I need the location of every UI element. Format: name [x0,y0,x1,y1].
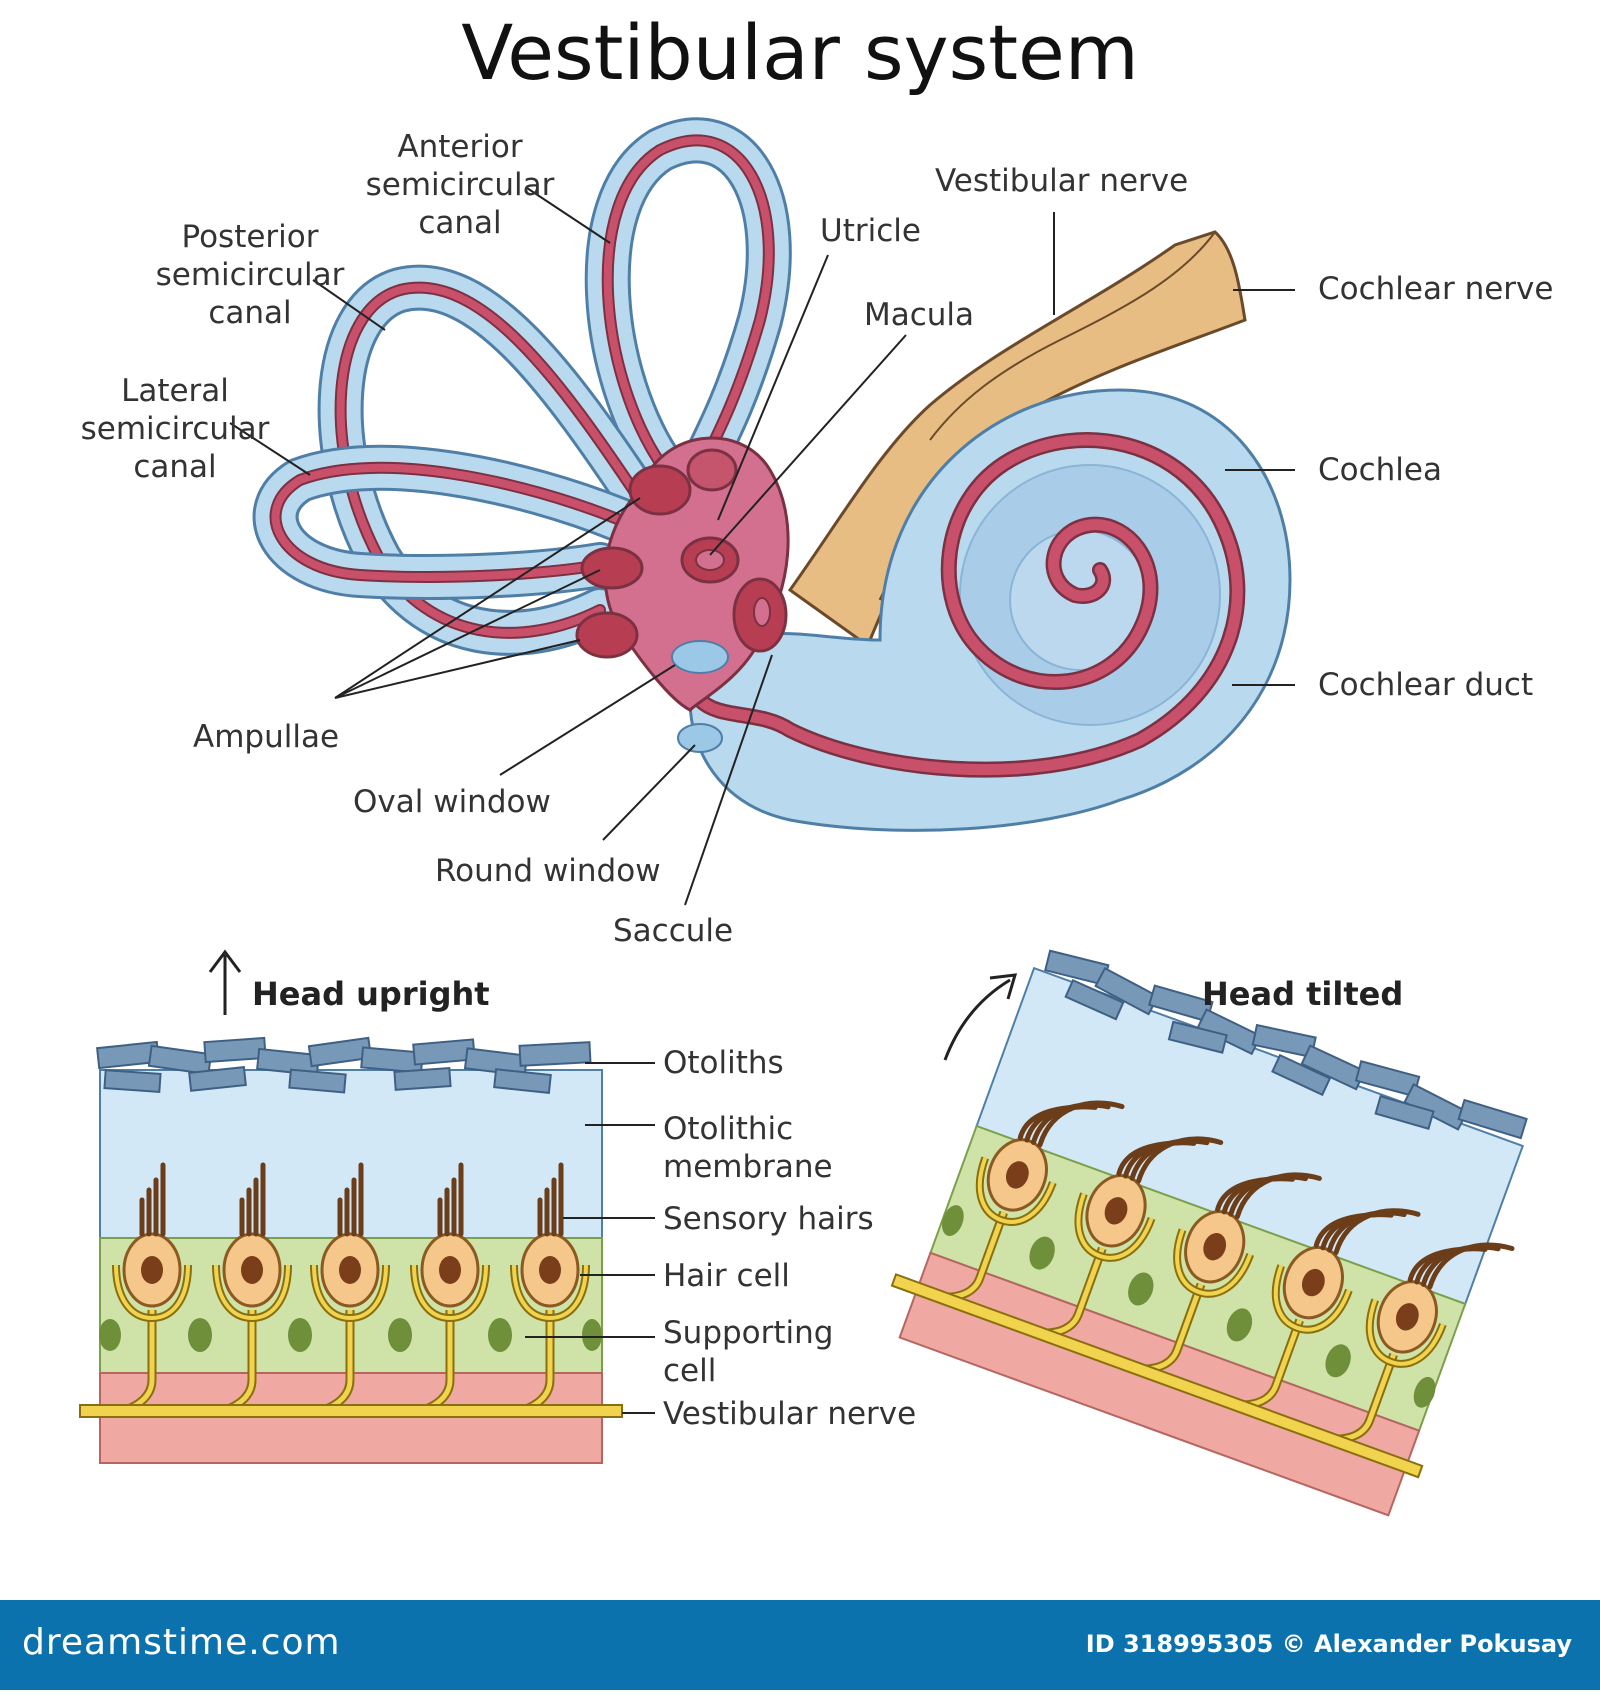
ampulla-1 [628,464,692,516]
round-window [677,723,723,753]
upright-panel [79,949,655,1464]
label-sensory-hairs: Sensory hairs [663,1201,874,1237]
label-vestibular-nerve-bottom: Vestibular nerve [663,1396,917,1432]
label-head-tilted: Head tilted [1202,975,1404,1013]
tilted-nerve [890,1273,1424,1479]
inner-ear-illustration [229,117,1295,906]
leader-lines-macula [525,1062,655,1414]
footer-brand[interactable]: dreamstime.com [22,1622,341,1663]
upright-supporting-nuclei [99,1318,602,1352]
label-round-window: Round window [435,853,661,889]
oval-window [671,640,729,674]
label-otolithic-membrane: Otolithic membrane [663,1111,833,1185]
footer-bar: dreamstime.com ID 318995305 © Alexander … [0,1600,1600,1690]
label-cochlea: Cochlea [1318,452,1442,488]
label-lateral-canal: Lateral semicircular canal [80,373,270,485]
label-cochlear-duct: Cochlear duct [1318,667,1534,703]
label-hair-cell: Hair cell [663,1258,790,1294]
label-oval-window: Oval window [353,784,551,820]
tilted-panel [890,949,1528,1517]
leader-lines-top [229,187,1295,906]
label-macula: Macula [864,297,975,333]
page-title: Vestibular system [461,8,1139,97]
ampulla-2 [580,546,644,590]
label-supporting-cell: Supporting cell [663,1315,834,1389]
upright-membrane [99,1069,603,1241]
label-anterior-canal: Anterior semicircular canal [365,129,555,241]
tilted-hair-cells [975,1100,1515,1368]
ampulla-4 [686,448,738,492]
label-otoliths: Otoliths [663,1045,784,1081]
label-ampullae: Ampullae [193,719,340,755]
label-posterior-canal: Posterior semicircular canal [155,219,345,331]
label-head-upright: Head upright [252,975,490,1013]
ampulla-3 [575,611,639,659]
label-utricle: Utricle [820,213,921,249]
label-cochlear-nerve: Cochlear nerve [1318,271,1554,307]
footer-credit: ID 318995305 © Alexander Pokusay [1085,1630,1572,1658]
nerve-split-line [929,231,1216,441]
label-saccule: Saccule [613,913,734,949]
upright-otoliths [96,1036,592,1094]
upright-hair-cells [112,1162,590,1323]
upright-nerve [79,1404,623,1418]
tilted-otoliths [1044,949,1528,1140]
label-vestibular-nerve-top: Vestibular nerve [935,163,1189,199]
